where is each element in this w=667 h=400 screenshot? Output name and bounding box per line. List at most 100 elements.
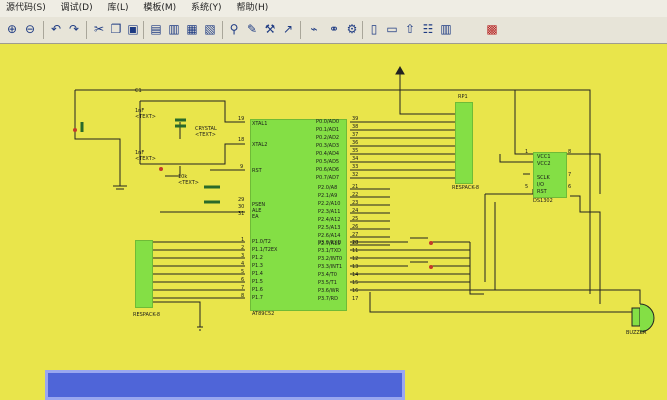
toolbar: ⊕ ⊖ ↶ ↷ ✂ ❐ ▣ ▤ ▥ ▦ ▧ ⚲ ✎ ⚒ ↗ ⌁ ⚭ ⚙ ▯ ▭ … (0, 17, 667, 44)
pin-p2-7: P2.7/A15 (318, 241, 341, 247)
pin-p0-7: P0.7/AD7 (316, 175, 340, 181)
mcu-at89c52[interactable] (250, 119, 347, 311)
pin-num: 28 (352, 240, 359, 246)
respack-rp1-label: RESPACK-8 (452, 185, 480, 191)
redo-icon[interactable]: ↷ (68, 22, 80, 36)
pin-num: 8 (568, 149, 572, 155)
zoom-in-icon[interactable]: ⊕ (6, 22, 18, 36)
ds1302-label: DS1302 (533, 198, 553, 204)
toolbar-separator (143, 21, 144, 39)
pin-num: 12 (352, 256, 359, 262)
pin-p1-4: P1.4 (252, 271, 263, 277)
pin-num: 23 (352, 200, 359, 206)
packaging-tool-icon[interactable]: ⚒ (264, 22, 276, 36)
bom-report-icon[interactable]: ☷ (422, 22, 434, 36)
menu-library[interactable]: 库(L) (107, 3, 129, 13)
pin-p2-6: P2.6/A14 (318, 233, 341, 239)
pin-p0-0: P0.0/AD0 (316, 119, 340, 125)
paste-icon[interactable]: ▣ (127, 22, 139, 36)
ds1302-pin: SCLK (537, 175, 550, 181)
menu-debug[interactable]: 调试(D) (60, 3, 93, 13)
search-tag-icon[interactable]: ⚭ (328, 22, 340, 36)
schematic-canvas[interactable]: AT89C52 XTAL1 XTAL2 RST PSEN ALE EA 19 1… (0, 44, 667, 400)
menu-system[interactable]: 系统(Y) (191, 3, 222, 13)
pin-num: 1 (241, 237, 245, 243)
pin-p1-7: P1.7 (252, 295, 263, 301)
pin-p3-1: P3.1/TXD (318, 248, 341, 254)
exit-to-parent-icon[interactable]: ⇧ (404, 22, 416, 36)
pin-num: 22 (352, 192, 359, 198)
pin-num: 7 (241, 285, 245, 291)
undo-icon[interactable]: ↶ (50, 22, 62, 36)
pin-p1-3: P1.3 (252, 263, 263, 269)
remove-sheet-icon[interactable]: ▭ (386, 22, 398, 36)
pin-ea: EA (252, 214, 259, 220)
pin-p3-3: P3.3/INT1 (318, 264, 343, 270)
block-rotate-icon[interactable]: ▦ (186, 22, 198, 36)
pin-p2-1: P2.1/A9 (318, 193, 338, 199)
pin-ale: ALE (252, 208, 262, 214)
ds1302-pin: I/O (537, 182, 545, 188)
pin-p3-4: P3.4/T0 (318, 272, 337, 278)
menu-template[interactable]: 模板(M) (143, 3, 177, 13)
menu-source[interactable]: 源代码(S) (6, 3, 46, 13)
cap2-tag: <TEXT> (135, 156, 156, 162)
toolbar-separator (86, 21, 87, 39)
pin-num: 33 (352, 164, 359, 170)
pin-num: 4 (241, 261, 245, 267)
decompose-icon[interactable]: ↗ (282, 22, 294, 36)
pin-num: 36 (352, 140, 359, 146)
pin-psen: PSEN (252, 202, 266, 208)
lcd-display[interactable] (45, 370, 405, 400)
copy-icon[interactable]: ❐ (110, 22, 122, 36)
pin-num: 21 (352, 184, 359, 190)
menu-help[interactable]: 帮助(H) (236, 3, 269, 13)
pin-num: 13 (352, 264, 359, 270)
cut-icon[interactable]: ✂ (93, 22, 105, 36)
pin-p2-0: P2.0/A8 (318, 185, 338, 191)
pin-num: 25 (352, 216, 359, 222)
pin-p0-2: P0.2/AD2 (316, 135, 340, 141)
block-copy-icon[interactable]: ▤ (150, 22, 162, 36)
pick-device-icon[interactable]: ⚲ (229, 22, 239, 36)
ds1302-pin: VCC1 (537, 154, 551, 160)
pin-num: 3 (241, 253, 245, 259)
pin-num: 31 (238, 211, 245, 217)
zoom-out-icon[interactable]: ⊖ (24, 22, 36, 36)
block-delete-icon[interactable]: ▧ (204, 22, 216, 36)
pin-num: 11 (352, 248, 359, 254)
electrical-rule-check-icon[interactable]: ▩ (486, 22, 498, 36)
wire-autorouter-icon[interactable]: ⌁ (310, 22, 318, 36)
pin-num: 16 (352, 288, 359, 294)
respack-rp1-ref: RP1 (458, 94, 468, 100)
pin-p0-4: P0.4/AD4 (316, 151, 340, 157)
pin-num: 10 (352, 240, 359, 246)
pin-num: 34 (352, 156, 359, 162)
respack-rp1[interactable] (455, 102, 473, 184)
pin-p3-2: P3.2/INT0 (318, 256, 343, 262)
pin-num: 27 (352, 232, 359, 238)
cap-ref: C1 (135, 88, 142, 94)
pin-p0-1: P0.1/AD1 (316, 127, 340, 133)
new-sheet-icon[interactable]: ▯ (370, 22, 378, 36)
pin-p0-6: P0.6/AD6 (316, 167, 340, 173)
toolbar-separator (362, 21, 363, 39)
pin-num: 9 (240, 164, 244, 170)
res-tag: <TEXT> (178, 180, 199, 186)
pin-p1-5: P1.5 (252, 279, 263, 285)
ds1302-chip[interactable] (533, 152, 567, 198)
netlist-icon[interactable]: ▥ (440, 22, 452, 36)
property-assignment-icon[interactable]: ⚙ (346, 22, 358, 36)
pin-num: 29 (238, 197, 245, 203)
block-move-icon[interactable]: ▥ (168, 22, 180, 36)
pin-num: 2 (241, 245, 245, 251)
pin-num: 8 (241, 293, 245, 299)
pin-p3-0: P3.0/RXD (318, 240, 342, 246)
pin-p1-1: P1.1/T2EX (252, 247, 278, 253)
pin-p3-7: P3.7/RD (318, 296, 338, 302)
pin-num: 1 (525, 149, 529, 155)
pin-p2-3: P2.3/A11 (318, 209, 341, 215)
respack-left[interactable] (135, 240, 153, 308)
make-device-icon[interactable]: ✎ (246, 22, 258, 36)
pin-num: 7 (568, 172, 572, 178)
